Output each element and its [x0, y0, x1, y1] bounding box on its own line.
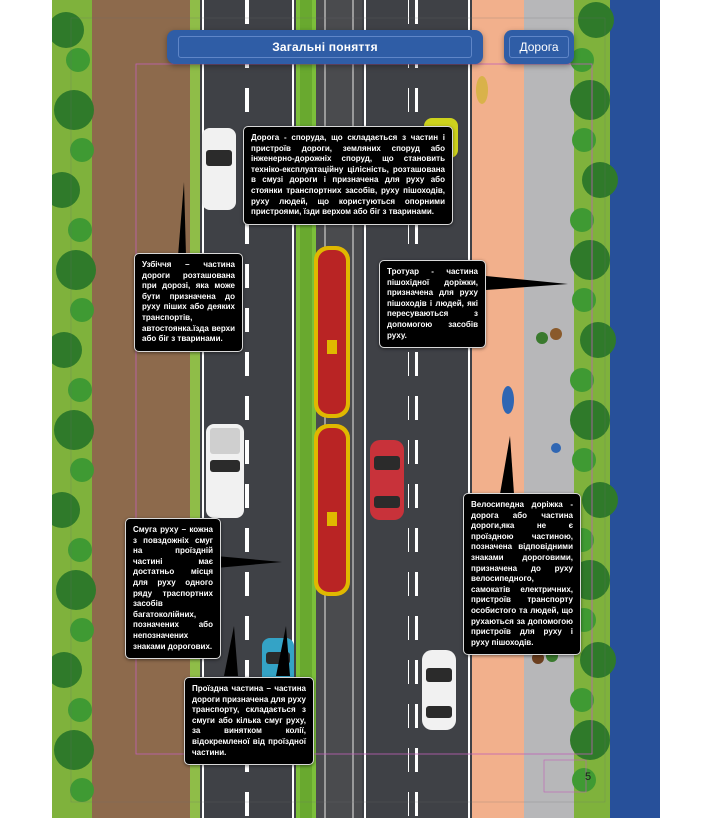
cyclists	[476, 76, 514, 414]
title-bar: Загальні поняття	[167, 30, 483, 64]
side-panel	[610, 0, 660, 818]
callout-bike-path: Велосипедна доріжка - дорога або частина…	[463, 493, 581, 656]
bike-path	[472, 0, 524, 818]
callout-road: Дорога - споруда, що складається з части…	[243, 126, 453, 225]
callout-sidewalk: Тротуар - частина пішохідної доріжки, пр…	[379, 260, 486, 349]
pointer-sidewalk	[486, 276, 568, 290]
pointer-lane	[216, 556, 282, 568]
pointer-carriage-1	[224, 626, 238, 676]
grass-strip-left	[190, 0, 200, 818]
page-number: 5	[585, 771, 592, 783]
red-car	[370, 440, 404, 520]
pointer-carriage-2	[276, 626, 290, 676]
sidewalk	[524, 0, 574, 818]
pointer-bike	[500, 436, 514, 494]
pointer-shoulder	[178, 182, 186, 256]
topic-label: Дорога	[509, 36, 569, 58]
page: Загальні поняття Дорога Дорога - споруда…	[52, 0, 660, 818]
tram	[314, 246, 350, 596]
callout-carriageway: Проїздна частина – частина дороги призна…	[184, 677, 314, 766]
white-suv	[202, 128, 236, 210]
road-illustration	[52, 0, 660, 818]
topic-button[interactable]: Дорога	[504, 30, 574, 64]
white-car	[422, 650, 456, 730]
left-shoulder	[92, 0, 190, 818]
white-pickup	[206, 424, 244, 518]
page-title: Загальні поняття	[178, 36, 472, 58]
callout-shoulder: Узбіччя – частина дороги розташована при…	[134, 253, 243, 352]
callout-lane: Смуга руху – кожна з повздожніх смуг на …	[125, 518, 221, 660]
